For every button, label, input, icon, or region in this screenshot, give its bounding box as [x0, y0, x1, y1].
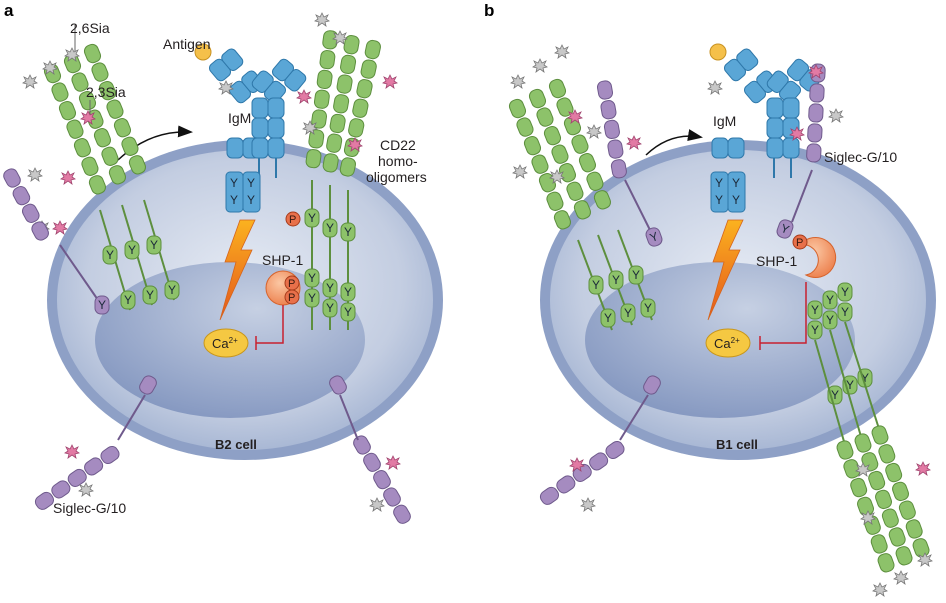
svg-text:Y: Y: [326, 281, 334, 295]
svg-text:Y: Y: [604, 311, 612, 325]
inhibition-line-a: [256, 305, 284, 344]
siglec-chain-bottom-left-a: [32, 373, 160, 513]
shp1-b: P: [792, 234, 837, 278]
svg-text:Y: Y: [732, 193, 740, 207]
phospho-itim-a: P: [285, 211, 301, 227]
sia26-star: [27, 167, 43, 182]
sia26-marker: [22, 25, 80, 89]
calcium-a: [203, 328, 249, 358]
svg-text:P: P: [288, 278, 295, 290]
svg-text:Y: Y: [612, 273, 620, 287]
svg-text:Y: Y: [344, 225, 352, 239]
calcium-b: [705, 328, 751, 358]
svg-text:Y: Y: [644, 301, 652, 315]
cell-label-a: B2 cell: [215, 437, 257, 452]
shp1-a: P P: [265, 270, 301, 306]
svg-text:Y: Y: [308, 291, 316, 305]
svg-text:Y: Y: [247, 176, 255, 190]
cd22-label-line2: homo-: [378, 153, 418, 169]
svg-text:Y: Y: [826, 313, 834, 327]
inhibition-line-b: [760, 282, 807, 344]
svg-text:Y: Y: [632, 268, 640, 282]
svg-text:Y: Y: [326, 221, 334, 235]
svg-text:Y: Y: [811, 303, 819, 317]
svg-text:Y: Y: [128, 243, 136, 257]
interaction-arrow-a: [117, 125, 193, 161]
svg-text:Y: Y: [308, 211, 316, 225]
cell-label-b: B1 cell: [716, 437, 758, 452]
antigen-icon: [194, 43, 212, 61]
siglec-chain-bottom-left-b: [537, 373, 664, 512]
panel-a: a B2 cell Y Y Y Y Y: [1, 1, 443, 527]
siglec-label-a: Siglec-G/10: [53, 500, 126, 516]
sia23-label: 2,3Sia: [86, 84, 126, 100]
svg-text:Y: Y: [624, 306, 632, 320]
sia23-star: [382, 74, 398, 89]
sia26-label: 2,6Sia: [70, 20, 110, 36]
svg-text:Y: Y: [106, 248, 114, 262]
sia23-star: [296, 89, 312, 104]
calcium-label-a: Ca2+: [212, 336, 238, 351]
panel-b-label: b: [484, 1, 494, 20]
svg-text:P: P: [796, 237, 803, 249]
panel-b: b B1 cell Y Y Y Y Y Y: [484, 1, 936, 597]
svg-text:Y: Y: [344, 285, 352, 299]
cd22-oligomer-left-b: Y Y Y Y Y Y: [507, 44, 656, 331]
antigen-icon: [709, 43, 727, 61]
shp1-label-b: SHP-1: [756, 253, 797, 269]
calcium-label-b: Ca2+: [714, 336, 740, 351]
svg-text:Y: Y: [831, 388, 839, 402]
sia26-star: [314, 12, 330, 27]
lightning-signal-icon: [707, 219, 744, 321]
svg-text:Y: Y: [826, 293, 834, 307]
siglec-chain-left-b: Y: [586, 79, 665, 249]
panel-a-label: a: [4, 1, 14, 20]
svg-text:Y: Y: [150, 238, 158, 252]
siglec-chain-left-a: Y: [1, 166, 110, 315]
svg-text:Y: Y: [230, 176, 238, 190]
siglec-chain-right-b: Y: [774, 63, 844, 241]
igm-label-b: IgM: [713, 113, 736, 129]
cd22-label-line3: oligomers: [366, 169, 427, 185]
svg-text:P: P: [289, 214, 296, 226]
lightning-signal-icon: [219, 219, 256, 321]
svg-text:Y: Y: [592, 278, 600, 292]
svg-text:P: P: [288, 292, 295, 304]
svg-text:Y: Y: [841, 305, 849, 319]
svg-text:Y: Y: [146, 288, 154, 302]
sia23-star: [60, 170, 76, 185]
svg-text:Y: Y: [124, 293, 132, 307]
cd22-oligomer-left-a: Y Y Y Y Y Y: [42, 42, 180, 311]
svg-text:Y: Y: [715, 176, 723, 190]
svg-text:Y: Y: [715, 193, 723, 207]
sia23-star: [52, 220, 68, 235]
igm-label-a: IgM: [228, 110, 251, 126]
svg-text:Y: Y: [732, 176, 740, 190]
cd22-oligomer-bottom-b: Y Y Y Y Y Y Y Y Y: [807, 282, 933, 597]
svg-text:Y: Y: [98, 298, 106, 312]
svg-text:Y: Y: [344, 305, 352, 319]
interaction-arrow-b: [645, 129, 703, 156]
siglec-label-b: Siglec-G/10: [824, 149, 897, 165]
svg-text:Y: Y: [308, 271, 316, 285]
svg-text:Y: Y: [230, 193, 238, 207]
shp1-label-a: SHP-1: [262, 252, 303, 268]
svg-text:Y: Y: [326, 301, 334, 315]
svg-text:Y: Y: [846, 378, 854, 392]
cd22-label-line1: CD22: [380, 137, 416, 153]
svg-text:Y: Y: [811, 323, 819, 337]
svg-text:Y: Y: [168, 283, 176, 297]
antigen-label: Antigen: [163, 36, 210, 52]
sia23-marker: [80, 100, 96, 125]
svg-text:Y: Y: [247, 193, 255, 207]
svg-text:Y: Y: [841, 285, 849, 299]
cd22-oligomer-right-a: Y Y Y Y Y Y Y Y Y: [304, 29, 383, 330]
siglec-chain-bottom-right-a: [326, 373, 414, 527]
svg-text:Y: Y: [861, 371, 869, 385]
